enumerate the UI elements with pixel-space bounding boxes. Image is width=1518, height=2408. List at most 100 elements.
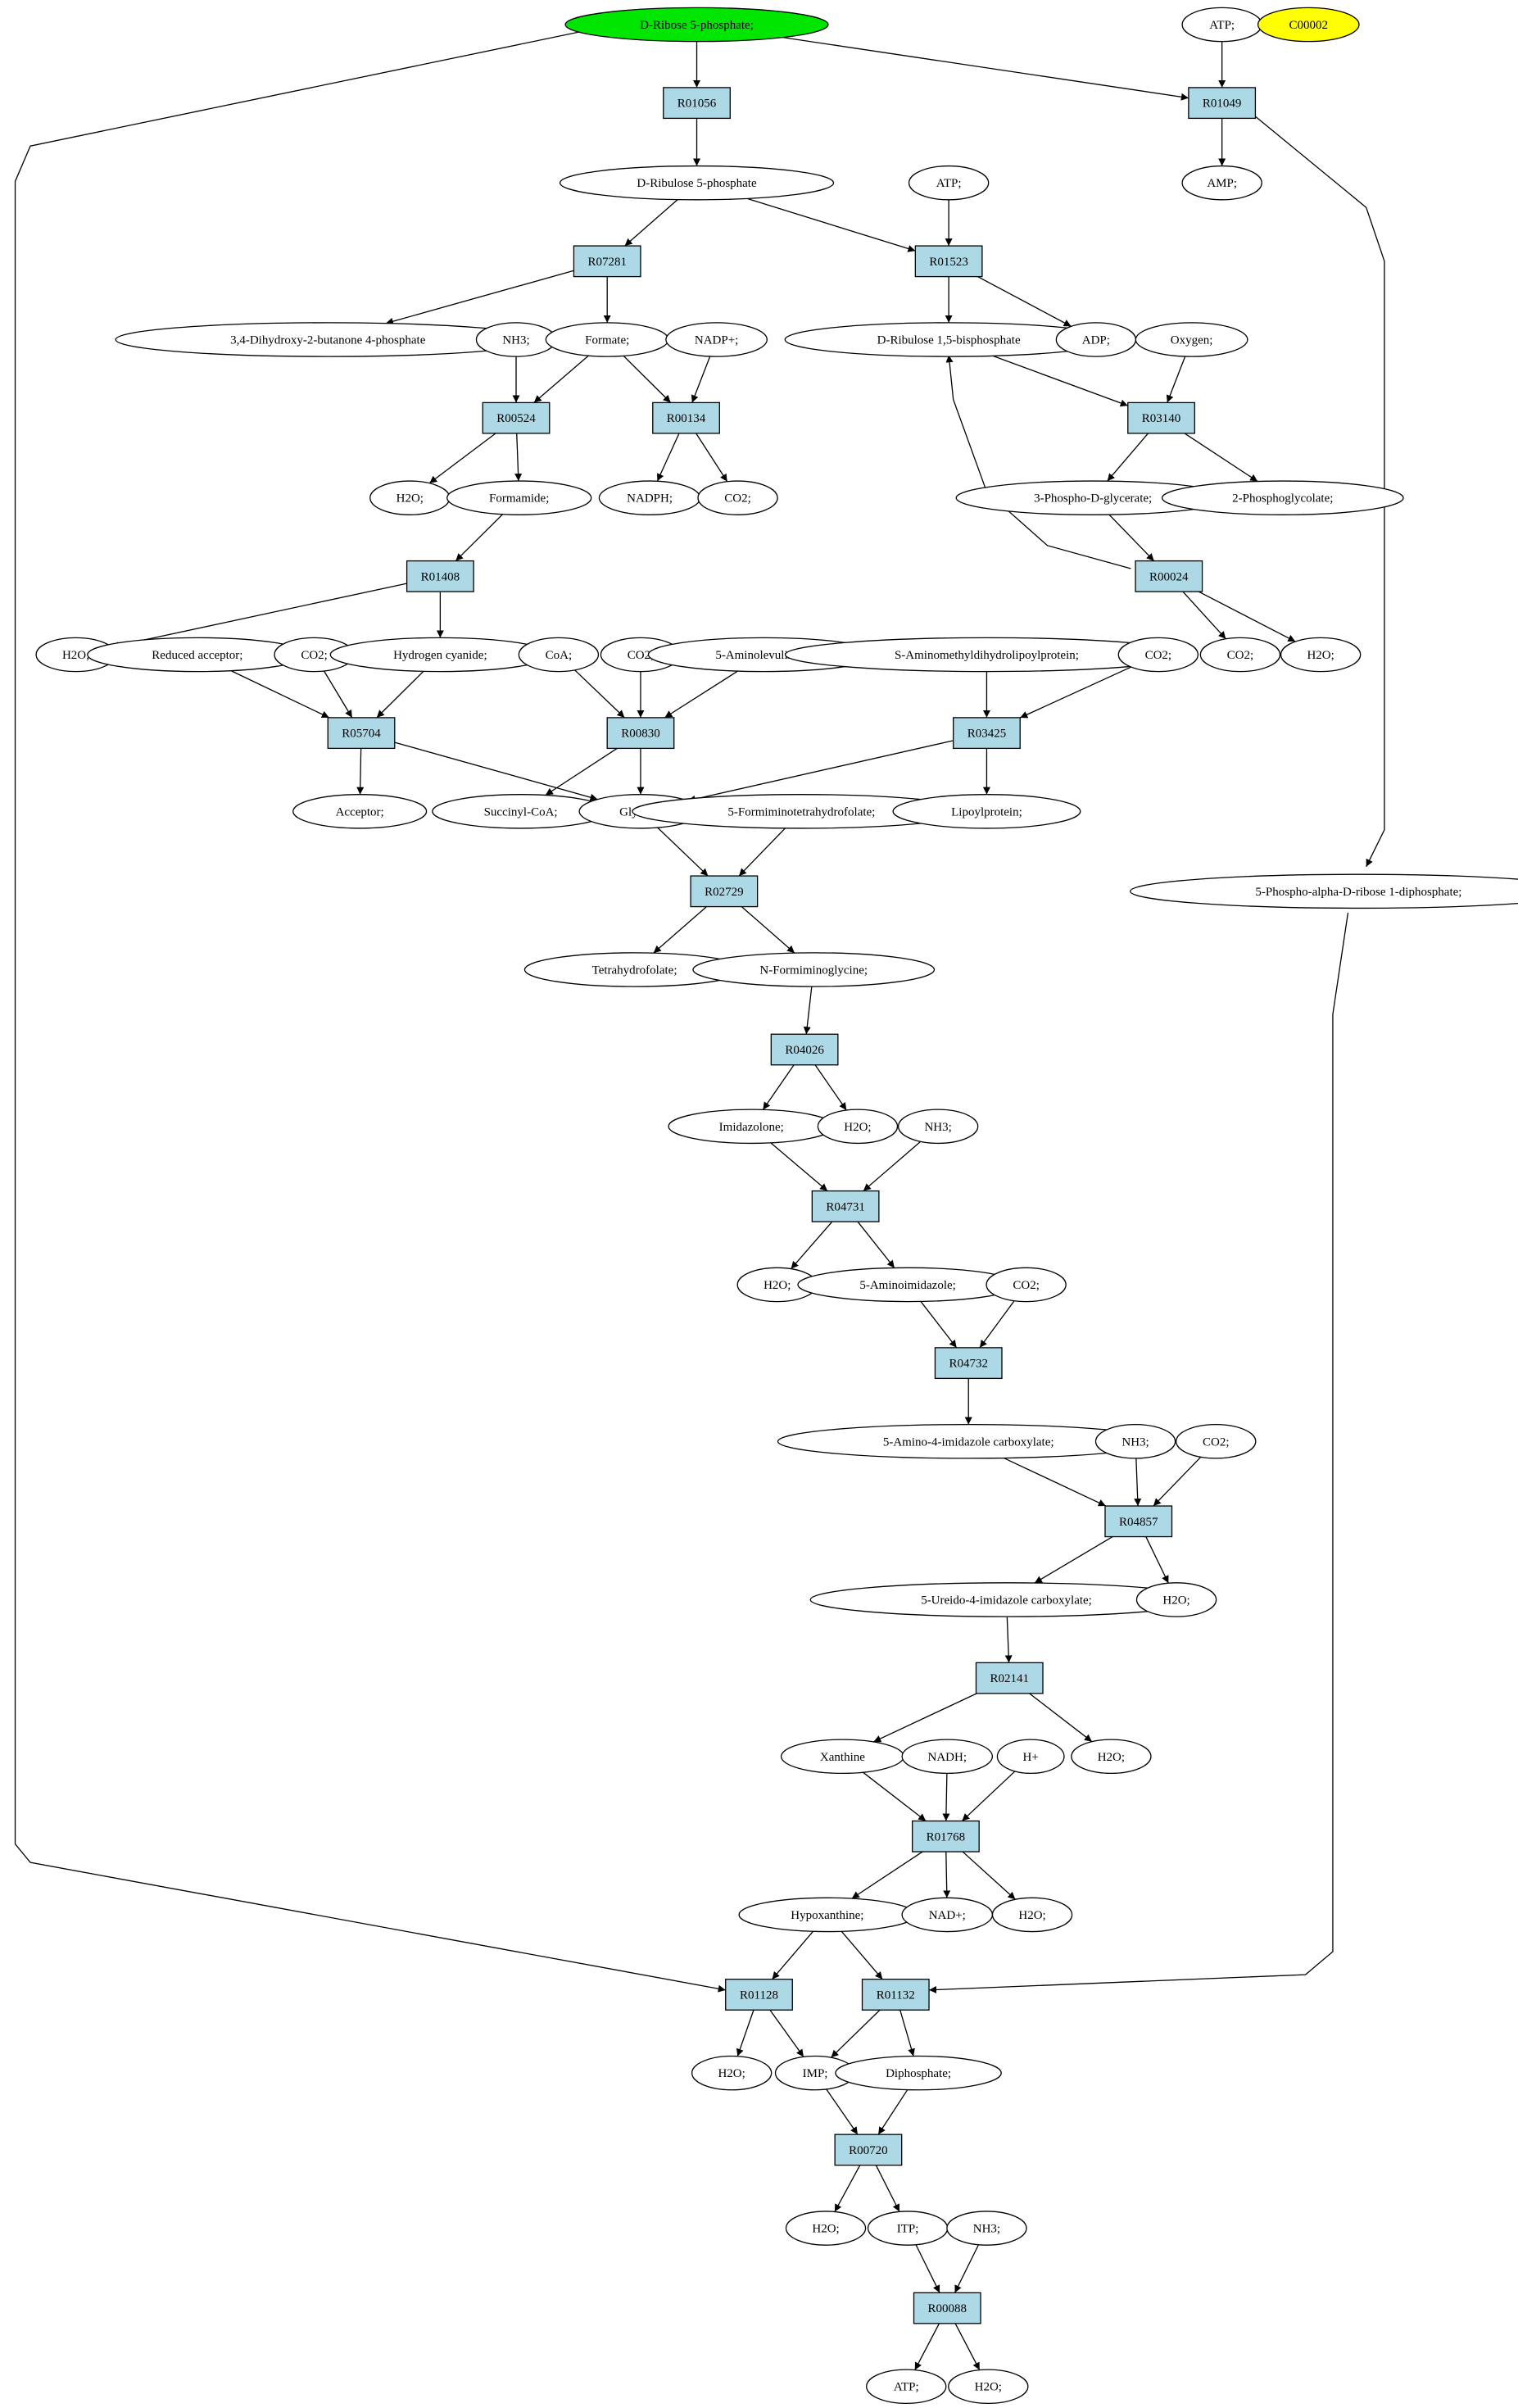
edge-r07281-to-c-dhbp [385, 270, 574, 325]
edge-r00720-to-c-h2o-j [834, 2165, 861, 2212]
reaction-label: R04731 [826, 1200, 865, 1213]
compound-ellipse [1135, 322, 1248, 357]
compound-co2-e: CO2; [1199, 637, 1281, 673]
compound-label: ATP; [936, 177, 962, 190]
reaction-r00088: R00088 [913, 2292, 981, 2324]
compound-ellipse [1135, 1582, 1217, 1617]
compound-h2o-j: H2O; [785, 2211, 867, 2246]
compound-nfg: N-Formiminoglycine; [692, 952, 936, 987]
compound-prpp: 5-Phospho-alpha-D-ribose 1-diphosphate; [1130, 873, 1518, 909]
reaction-label: R04732 [949, 1358, 988, 1371]
reaction-box [652, 401, 720, 434]
compound-label: NH3; [1122, 1435, 1149, 1449]
edge-c-hcn-to-r05704 [376, 670, 424, 719]
compound-label: Reduced acceptor; [152, 649, 242, 662]
edge-c-r5p-to-r01049 [782, 36, 1189, 101]
compound-label: NADPH; [627, 492, 673, 506]
edge-r05704-to-c-glycine [394, 741, 598, 801]
compound-hplus: H+ [996, 1739, 1065, 1775]
compound-label: CoA; [546, 649, 573, 662]
reaction-box [606, 717, 675, 750]
edge-r02729-to-c-thf [653, 906, 707, 954]
reaction-label: R02729 [705, 886, 744, 899]
reaction-label: R05704 [342, 728, 381, 741]
edge-c-ala-to-r00830 [664, 670, 738, 719]
reaction-label: R01132 [877, 1989, 915, 2002]
reaction-r00024: R00024 [1135, 560, 1203, 592]
compound-hcn: Hydrogen cyanide; [329, 637, 551, 673]
compound-ellipse [1257, 7, 1360, 43]
compound-label: Hypoxanthine; [791, 1909, 863, 1922]
edge-c-nadh-to-r01768 [942, 1773, 950, 1821]
compound-itp: ITP; [867, 2211, 949, 2246]
edge-c-nh3d-to-r00088 [954, 2244, 980, 2293]
compound-ellipse [892, 794, 1081, 829]
reaction-box [406, 560, 474, 592]
edge-c-formate-to-r00524 [533, 355, 589, 403]
edge-r04026-to-c-h2o-d [814, 1064, 847, 1111]
compound-ellipse [559, 165, 835, 201]
compound-label: 5-Amino-4-imidazole carboxylate; [883, 1435, 1054, 1449]
reaction-label: R07281 [587, 256, 627, 269]
reaction-r04732: R04732 [934, 1347, 1003, 1380]
reaction-r07281: R07281 [573, 245, 641, 278]
compound-label: CO2; [724, 492, 751, 506]
edge-r02141-to-c-h2o-g [1029, 1693, 1093, 1743]
edge-r03425-to-c-glycine [687, 740, 954, 803]
edge-r01132-to-c-imp [831, 2009, 881, 2058]
edge-r00088-to-c-atp3 [914, 2323, 940, 2370]
compound-dhbp: 3,4-Dihydroxy-2-butanone 4-phosphate [115, 322, 541, 357]
compound-ellipse [1117, 637, 1199, 673]
compound-label: 3,4-Dihydroxy-2-butanone 4-phosphate [230, 333, 426, 347]
compound-ellipse [866, 2369, 947, 2405]
compound-ellipse [901, 1739, 994, 1775]
compound-ellipse [1176, 1423, 1257, 1459]
compound-nadh: NADH; [901, 1739, 994, 1775]
reaction-r01408: R01408 [406, 560, 474, 592]
edge-c-ru5p-to-r07281 [624, 199, 678, 247]
compound-label: H2O; [764, 1279, 791, 1292]
compound-label: H2O; [1018, 1909, 1045, 1922]
edge-c-diphos-to-r00720 [877, 2089, 909, 2135]
edge-r02729-to-c-nfg [741, 906, 795, 954]
edge-r01128-to-c-imp [769, 2009, 804, 2057]
reaction-r00134: R00134 [652, 401, 720, 434]
edge-c-co2-d-to-r03425 [1019, 666, 1132, 719]
reaction-label: R00830 [621, 728, 660, 741]
compound-co2-c: CO2; [600, 637, 682, 673]
compound-label: H2O; [396, 492, 424, 506]
compound-label: CO2; [1013, 1279, 1040, 1292]
reaction-label: R04026 [785, 1044, 824, 1057]
edge-r01049-to-c-prpp [1253, 115, 1385, 868]
compound-h2o-f: H2O; [1135, 1582, 1217, 1617]
compound-co2-f: CO2; [986, 1267, 1067, 1303]
compound-nadph: NADPH; [598, 480, 701, 515]
compound-ellipse [986, 1267, 1067, 1303]
compound-label: Hydrogen cyanide; [393, 649, 487, 662]
reaction-box [953, 717, 1021, 750]
edge-c-nadp-to-r00134 [691, 356, 711, 403]
compound-ellipse [665, 322, 768, 357]
compound-label: CO2; [1227, 649, 1254, 662]
edge-r02141-to-c-xanthine [873, 1693, 977, 1743]
compound-imp: IMP; [774, 2055, 856, 2091]
compound-ellipse [446, 480, 592, 515]
edge-c-5ai-to-r04732 [920, 1301, 958, 1349]
edge-r00524-to-c-h2o-a [428, 433, 496, 484]
compound-label: S-Aminomethyldihydrolipoylprotein; [895, 649, 1079, 662]
edge-r04026-to-c-imidazolone [762, 1064, 795, 1110]
edge-c-imidazolone-to-r04731 [770, 1142, 828, 1192]
edge-c-ru5p-to-r01523 [746, 197, 916, 252]
reaction-r01768: R01768 [912, 1820, 980, 1852]
compound-acceptor: Acceptor; [292, 794, 428, 829]
compound-ellipse [946, 2211, 1027, 2246]
edge-r01132-to-c-diphos [899, 2010, 915, 2057]
reaction-box [482, 401, 551, 434]
compound-label: Xanthine [820, 1751, 865, 1764]
reaction-label: R02141 [990, 1672, 1029, 1685]
compound-ellipse [1199, 637, 1281, 673]
compound-hypox: Hypoxanthine; [738, 1897, 917, 1933]
compound-label: CO2; [628, 649, 655, 662]
reaction-r00524: R00524 [482, 401, 551, 434]
reaction-box [1104, 1505, 1173, 1538]
